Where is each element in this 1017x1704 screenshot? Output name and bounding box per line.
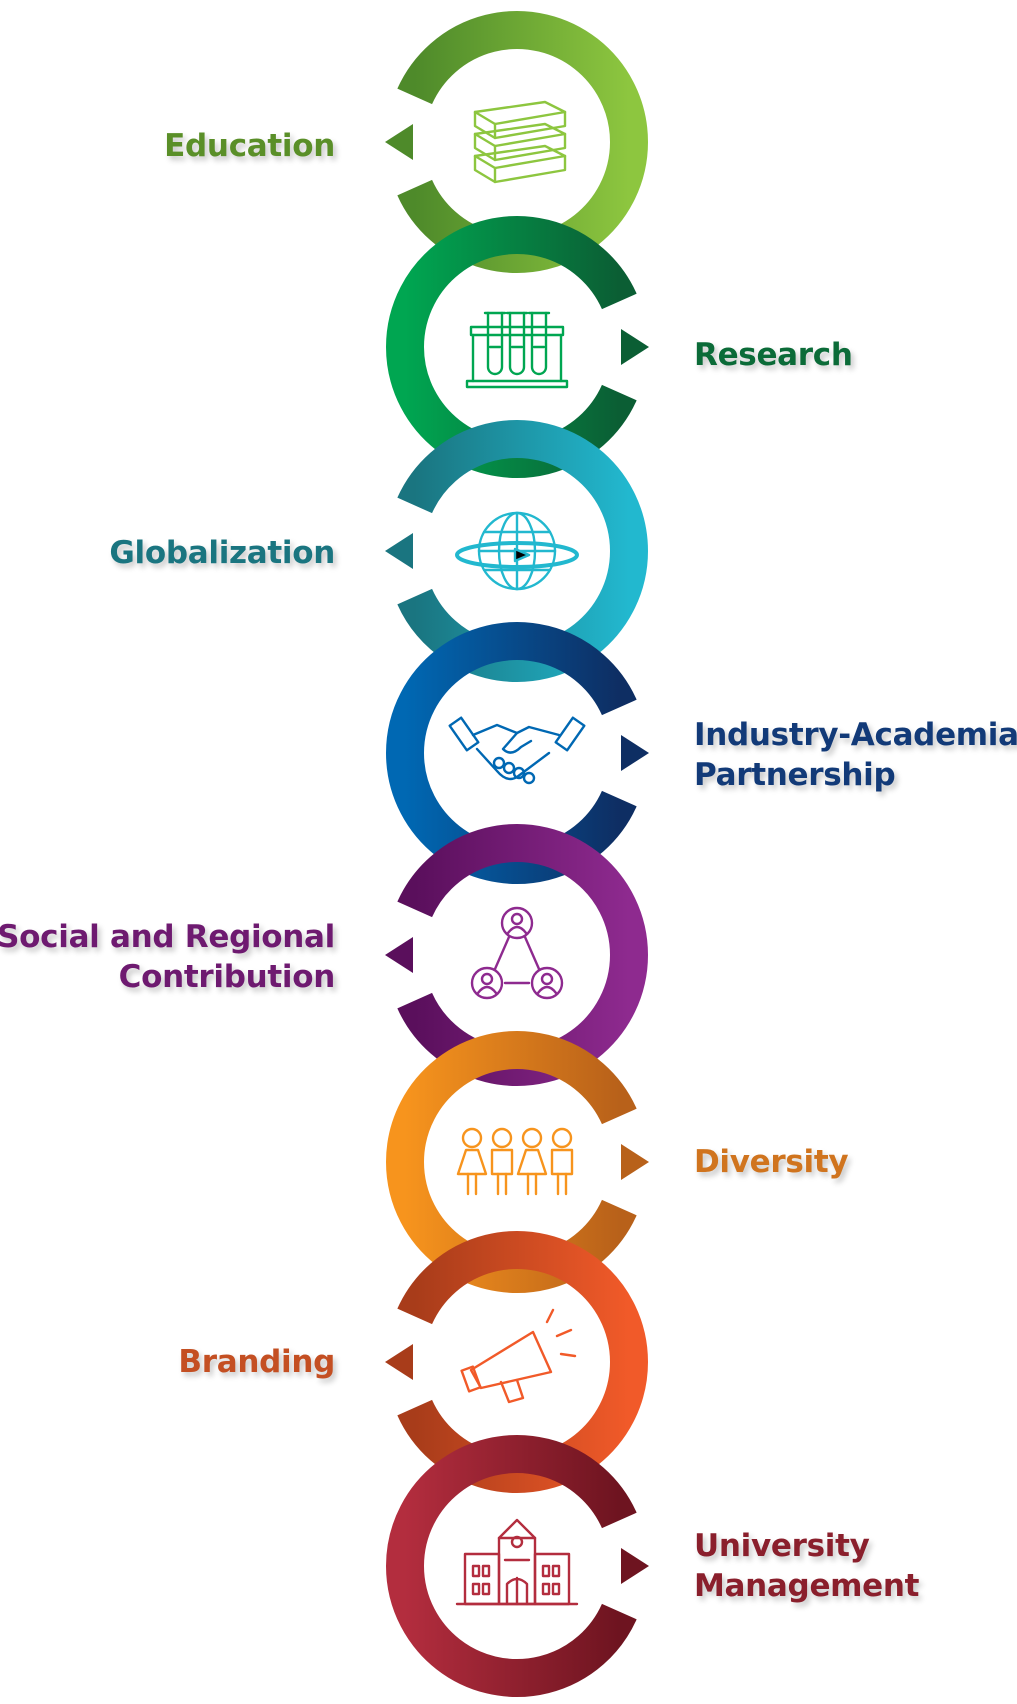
arrows-layer [385,124,649,1584]
label-social-regional: Social and Regional Contribution [0,917,335,997]
label-branding: Branding [178,1342,335,1382]
icons-layer [448,100,586,1606]
globe-icon [455,511,579,591]
arrow-7 [385,1344,413,1380]
label-branding-line1: Branding [178,1344,335,1380]
label-diversity: Diversity [694,1142,849,1182]
arrow-6 [621,1144,649,1180]
people-group-icon [456,1127,574,1196]
label-research-line1: Research [694,337,853,373]
label-globalization: Globalization [109,533,335,573]
label-diversity-line1: Diversity [694,1144,849,1180]
label-university-management-line1: University [694,1528,870,1564]
label-university-management-line2: Management [694,1568,920,1604]
test-tubes-icon [465,311,569,389]
label-industry-academia-line2: Partnership [694,757,896,793]
label-education-line1: Education [164,128,335,164]
megaphone-icon [460,1308,577,1404]
label-social-regional-line1: Social and Regional [0,919,335,955]
people-network-icon [470,906,564,1000]
arrow-4 [621,735,649,771]
arrow-8 [621,1548,649,1584]
books-icon [473,100,567,184]
ring-8 [386,1435,637,1697]
label-industry-academia: Industry-Academia Partnership [694,715,1017,795]
arrow-1 [385,124,413,160]
arrow-5 [385,937,413,973]
university-building-icon [455,1518,579,1606]
arrow-3 [385,533,413,569]
label-industry-academia-line1: Industry-Academia [694,717,1017,753]
label-globalization-line1: Globalization [109,535,335,571]
label-social-regional-line2: Contribution [118,959,336,995]
label-university-management: University Management [694,1526,919,1606]
arrow-2 [621,329,649,365]
handshake-icon [448,716,586,785]
rings-layer [386,11,648,1697]
label-education: Education [164,126,335,166]
label-research: Research [694,335,853,375]
